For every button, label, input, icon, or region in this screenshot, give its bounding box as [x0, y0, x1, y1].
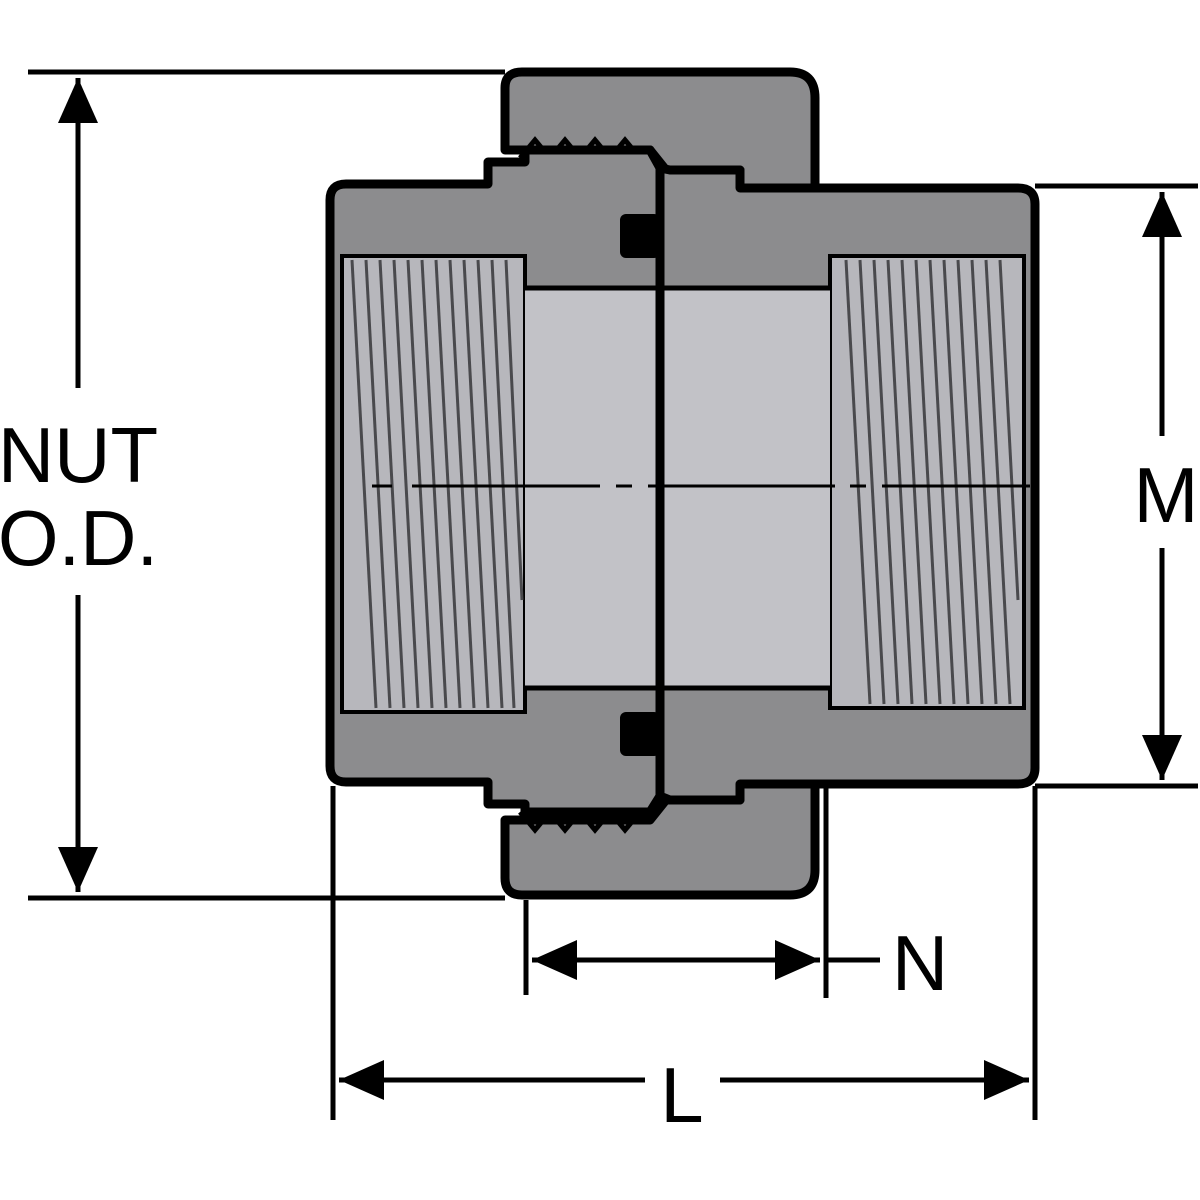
- left-end-body: [325, 145, 665, 817]
- dimension-n: [523, 786, 880, 998]
- dimension-nut-od: [28, 69, 505, 901]
- dimension-m: [1035, 183, 1198, 789]
- label-l: L: [660, 1051, 703, 1139]
- right-thread-lines: [844, 259, 1020, 705]
- left-bore: [525, 288, 660, 688]
- label-od: O.D.: [0, 494, 158, 582]
- right-bore: [664, 288, 830, 688]
- right-end-body: [525, 163, 1040, 805]
- o-ring-top: [620, 214, 660, 258]
- label-nut: NUT: [0, 411, 158, 499]
- o-ring-bottom: [620, 712, 660, 756]
- label-m: M: [1134, 451, 1199, 539]
- dimension-l: [330, 786, 1038, 1120]
- label-n: N: [892, 919, 948, 1007]
- left-thread-lines: [350, 259, 524, 709]
